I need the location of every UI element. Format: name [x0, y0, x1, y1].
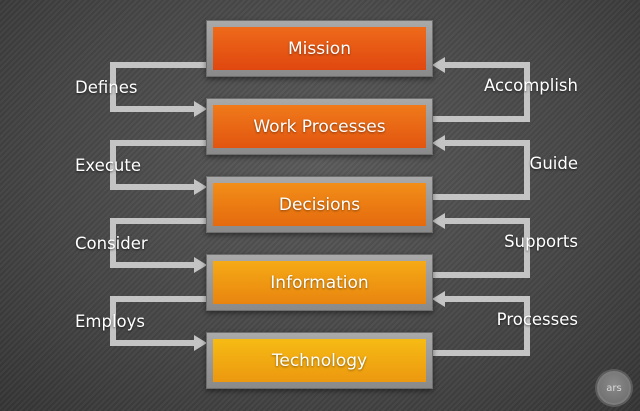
- box-work-processes: Work Processes: [206, 98, 433, 155]
- box-label-decisions: Decisions: [213, 183, 426, 226]
- left-connector-1: [110, 62, 206, 112]
- right-connector-4: [433, 296, 530, 356]
- ars-logo: ars: [597, 371, 631, 405]
- label-processes: Processes: [496, 310, 578, 329]
- right-arrowhead-3: [432, 213, 445, 229]
- label-defines: Defines: [75, 78, 138, 97]
- label-supports: Supports: [504, 232, 578, 251]
- left-arrowhead-1: [194, 101, 207, 117]
- left-arrowhead-4: [194, 335, 207, 351]
- box-label-technology: Technology: [213, 339, 426, 382]
- right-arrowhead-1: [432, 57, 445, 73]
- box-label-work-processes: Work Processes: [213, 105, 426, 148]
- label-employs: Employs: [75, 312, 146, 331]
- ars-logo-text: ars: [606, 382, 622, 394]
- box-label-information: Information: [213, 261, 426, 304]
- label-execute: Execute: [75, 156, 141, 175]
- right-connector-1: [433, 62, 530, 122]
- left-arrowhead-2: [194, 179, 207, 195]
- box-information: Information: [206, 254, 433, 311]
- left-connector-3: [110, 218, 206, 268]
- box-decisions: Decisions: [206, 176, 433, 233]
- right-arrowhead-2: [432, 135, 445, 151]
- right-connector-2: [433, 140, 530, 200]
- label-accomplish: Accomplish: [483, 76, 578, 95]
- right-connector-3: [433, 218, 530, 278]
- box-mission: Mission: [206, 20, 433, 77]
- left-arrowhead-3: [194, 257, 207, 273]
- box-label-mission: Mission: [213, 27, 426, 70]
- box-technology: Technology: [206, 332, 433, 389]
- label-consider: Consider: [75, 234, 148, 253]
- right-arrowhead-4: [432, 291, 445, 307]
- left-connector-4: [110, 296, 206, 346]
- label-guide: Guide: [529, 154, 578, 173]
- left-connector-2: [110, 140, 206, 190]
